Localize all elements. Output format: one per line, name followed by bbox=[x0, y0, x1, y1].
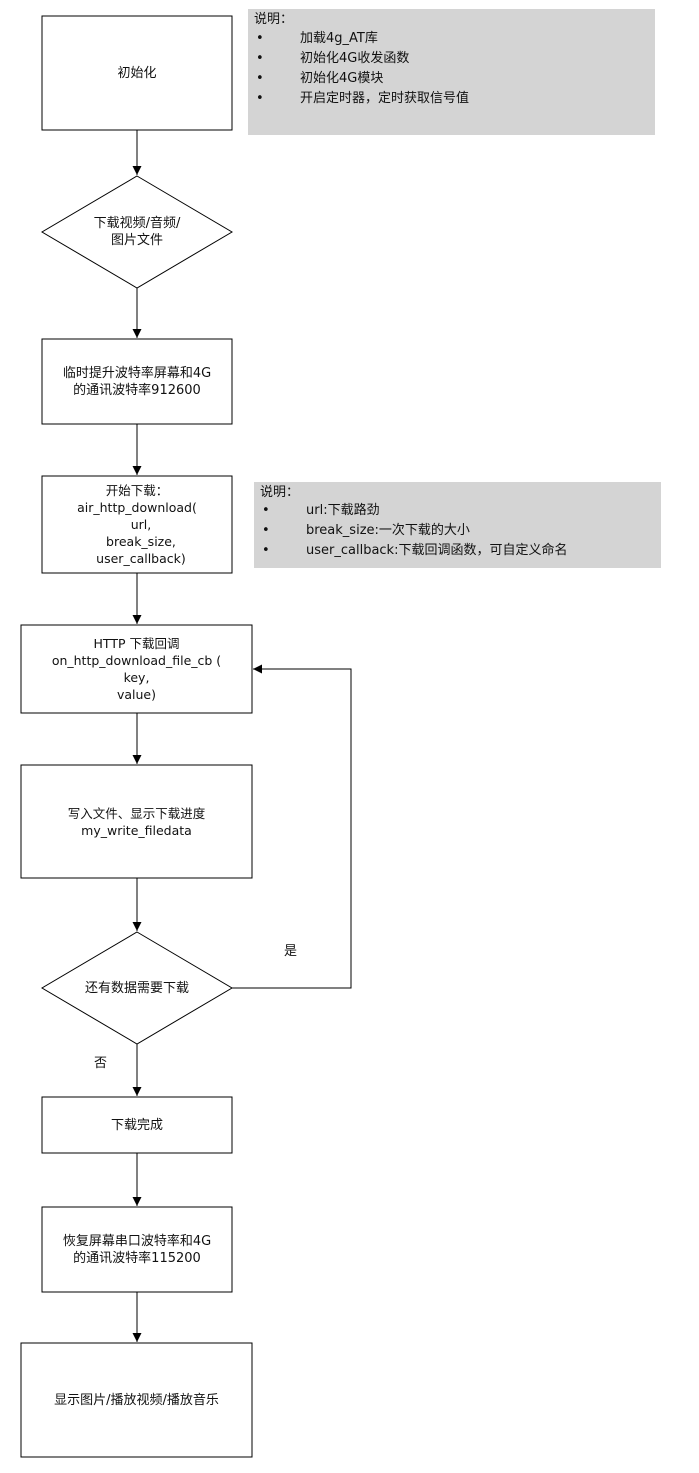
restore-baud-box bbox=[41, 1206, 233, 1293]
download-choice-diamond bbox=[41, 175, 233, 289]
download-note-box bbox=[254, 482, 661, 568]
init-box bbox=[41, 15, 233, 131]
download-done-box bbox=[41, 1096, 233, 1154]
more-data-diamond bbox=[41, 931, 233, 1045]
raise-baud-box bbox=[41, 338, 233, 425]
arrow-more-yes-loop bbox=[232, 664, 352, 989]
write-file-box bbox=[20, 764, 253, 879]
http-callback-box bbox=[20, 624, 253, 714]
init-note-box bbox=[248, 9, 655, 135]
start-download-box bbox=[41, 475, 233, 574]
display-box bbox=[20, 1342, 253, 1458]
